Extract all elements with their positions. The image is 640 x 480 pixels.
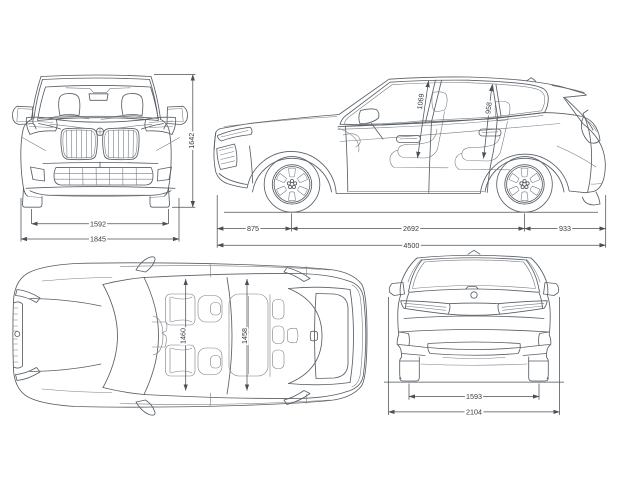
svg-text:1069: 1069 bbox=[415, 93, 426, 110]
svg-text:1845: 1845 bbox=[90, 235, 106, 244]
svg-text:1593: 1593 bbox=[466, 392, 482, 401]
svg-text:875: 875 bbox=[247, 224, 259, 233]
svg-text:4500: 4500 bbox=[403, 241, 419, 250]
svg-text:933: 933 bbox=[559, 224, 571, 233]
svg-text:2104: 2104 bbox=[466, 408, 482, 417]
svg-text:958: 958 bbox=[483, 101, 493, 114]
svg-text:1642: 1642 bbox=[187, 133, 196, 149]
svg-text:2692: 2692 bbox=[403, 224, 419, 233]
svg-text:1458: 1458 bbox=[240, 328, 249, 344]
svg-text:1460: 1460 bbox=[179, 328, 188, 344]
svg-text:1592: 1592 bbox=[90, 219, 106, 228]
